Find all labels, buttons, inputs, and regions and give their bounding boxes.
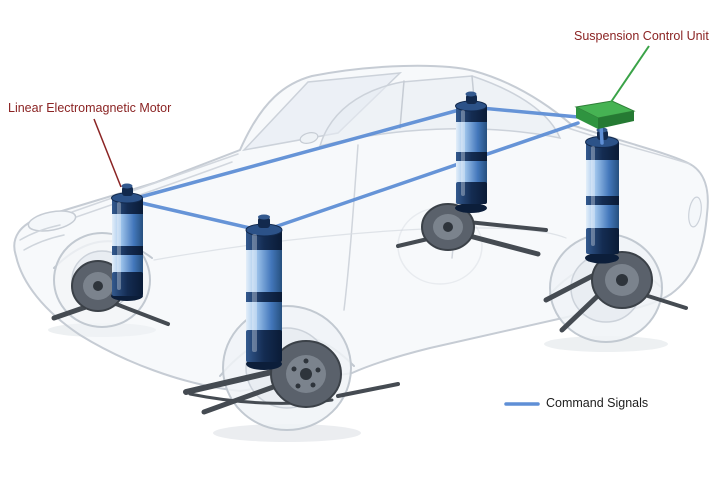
hub-front-far	[51, 260, 170, 326]
taillight	[688, 196, 702, 228]
door-seam	[343, 144, 359, 311]
grille-line	[19, 224, 61, 241]
leader-line-control-unit-label	[610, 45, 650, 103]
command-signal-lines	[131, 105, 580, 233]
control-unit-label: Suspension Control Unit	[574, 29, 709, 43]
headlight	[27, 210, 77, 232]
side-glass	[318, 75, 562, 148]
command-line-front-far-to-rear-far	[131, 105, 472, 201]
motor-label: Linear Electromagnetic Motor	[8, 101, 172, 115]
wheel-shadow	[213, 424, 361, 442]
legend-label: Command Signals	[546, 396, 649, 410]
hub-rear-far	[396, 203, 548, 257]
suspension-hubs	[51, 203, 688, 415]
control-unit-box	[574, 100, 636, 129]
hub-rear-near	[543, 251, 688, 333]
command-line-rear-far-to-unit	[468, 105, 580, 119]
grille-line	[23, 234, 65, 251]
b-pillar	[399, 80, 405, 129]
linear-motors	[111, 91, 619, 370]
motor-front-far	[111, 183, 143, 301]
motor-rear-near	[585, 127, 619, 264]
leader-line-motor-label	[93, 118, 122, 188]
hub-front-near	[183, 340, 400, 415]
command-line-rear-near-to-unit	[599, 124, 604, 145]
ghost-car-body	[13, 64, 709, 393]
motor-rear-far	[455, 91, 487, 213]
trunk-seam	[567, 127, 691, 165]
command-line-front-far-to-front-near	[131, 199, 265, 233]
hood-crease	[55, 161, 233, 225]
wheel-shadow	[544, 336, 668, 352]
hood-crease	[71, 153, 239, 213]
command-line-front-near-to-unit	[261, 121, 580, 233]
motor-front-near	[245, 214, 283, 370]
side-mirror	[299, 132, 319, 144]
